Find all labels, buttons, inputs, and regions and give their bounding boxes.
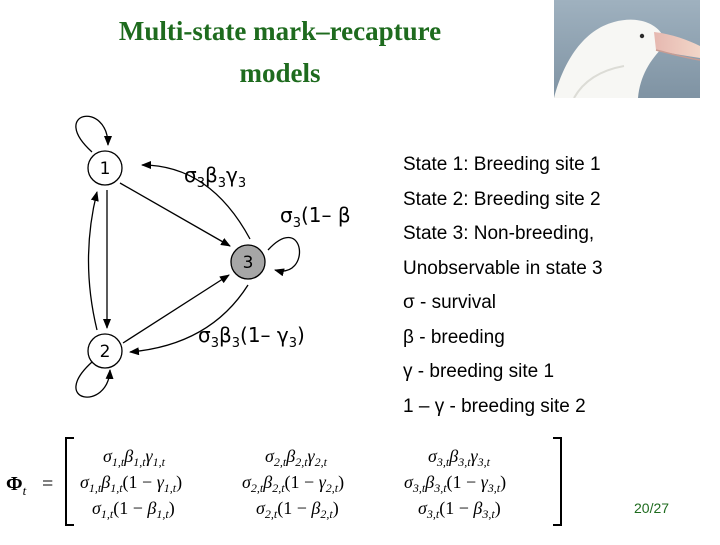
cell-r2-c3: σ3,tβ3,t(1 − γ3,t)	[404, 472, 506, 495]
title-line-2: models	[239, 58, 321, 88]
albatross-photo	[554, 0, 700, 98]
self-loop-3	[267, 236, 301, 277]
cell-r3-c1: σ1,t(1 − β1,t)	[92, 498, 175, 521]
matrix-label: Φt	[6, 473, 27, 498]
arrow-3-to-1	[141, 161, 251, 240]
arrow-3-to-2	[129, 284, 249, 356]
legend-item-gamma: γ - breeding site 1	[403, 361, 555, 382]
cell-r3-c2: σ2,t(1 − β2,t)	[256, 498, 339, 521]
node-1: 1	[87, 150, 123, 186]
cell-r3-c3: σ3,t(1 − β3,t)	[418, 498, 501, 521]
node-2: 2	[87, 333, 123, 369]
legend-item-state-1: State 1: Breeding site 1	[403, 154, 601, 175]
arrow-2-to-3	[122, 274, 230, 344]
transition-matrix: Φt = σ1,tβ1,tγ1,t σ1,tβ1,t(1 − γ1,t) σ1,…	[0, 428, 600, 545]
legend-item-one-minus-gamma: 1 – γ - breeding site 2	[403, 395, 586, 417]
node-3-label: 3	[243, 253, 254, 273]
node-2-label: 2	[100, 342, 111, 362]
self-loop-1	[75, 115, 112, 153]
label-top: σ3β3γ3	[184, 163, 246, 191]
label-right: σ3(1– β3)	[280, 203, 350, 231]
node-3: 3	[230, 244, 266, 280]
arrow-2-to-1	[87, 191, 99, 331]
right-bracket	[553, 437, 562, 526]
label-bottom: σ3β3(1– γ3)	[198, 323, 305, 351]
title-line-1: Multi-state mark–recapture	[118, 16, 442, 46]
legend-item-state-2: State 2: Breeding site 2	[403, 188, 601, 210]
self-loop-2	[75, 361, 114, 398]
slide-title: Multi-state mark–recapture models	[60, 10, 500, 94]
cell-r2-c2: σ2,tβ2,t(1 − γ2,t)	[242, 472, 344, 495]
arrow-1-to-3	[119, 182, 231, 247]
legend-item-sigma: σ - survival	[403, 292, 497, 313]
cell-r1-c1: σ1,tβ1,tγ1,t	[103, 446, 166, 469]
node-1-label: 1	[100, 159, 111, 179]
state-transition-diagram: 1 2 3 σ3β3γ3 σ3(1– β3) σ3β3(1– γ3)	[50, 110, 367, 405]
page-number: 20/27	[634, 500, 670, 516]
cell-r2-c1: σ1,tβ1,t(1 − γ1,t)	[80, 472, 182, 495]
matrix-equals: =	[42, 473, 53, 495]
left-bracket	[65, 437, 74, 526]
legend-item-beta: β - breeding	[403, 326, 505, 348]
cell-r1-c3: σ3,tβ3,tγ3,t	[428, 446, 491, 469]
state-legend: State 1: Breeding site 1 State 2: Breedi…	[403, 148, 603, 424]
cell-r1-c2: σ2,tβ2,tγ2,t	[265, 446, 328, 469]
legend-item-unobservable: Unobservable in state 3	[403, 257, 603, 279]
legend-item-state-3: State 3: Non-breeding,	[403, 223, 595, 244]
